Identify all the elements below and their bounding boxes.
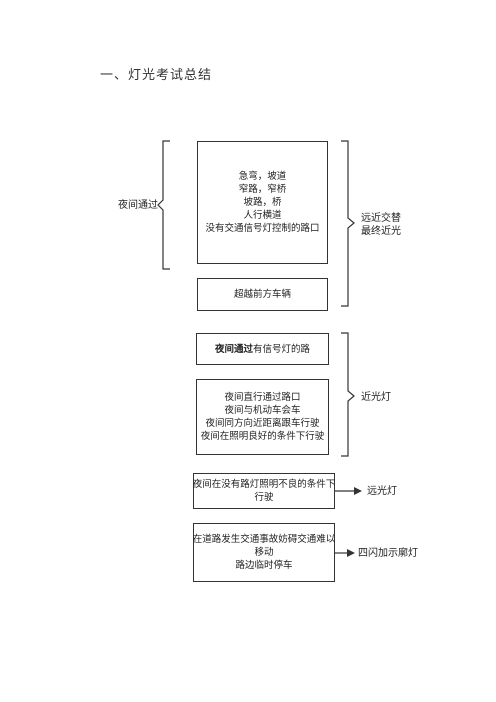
group4-line3: 路边临时停车: [235, 560, 293, 571]
group4-box: 在道路发生交通事故妨碍交通难以 移动 路边临时停车: [193, 523, 335, 582]
signal-road-bold: 夜间通过: [214, 343, 253, 355]
overtake-box: 超越前方车辆: [197, 278, 328, 311]
right-brace-group1: [341, 140, 355, 307]
group1-item: 坡路，桥: [243, 197, 282, 208]
arrow-group4-head: [347, 549, 355, 557]
group1-item: 没有交通信号灯控制的路口: [205, 223, 320, 234]
group1-conditions-box: 急弯，坡道 窄路，窄桥 坡路，桥 人行横道 没有交通信号灯控制的路口: [197, 141, 328, 264]
group2-result: 近光灯: [361, 392, 391, 403]
night-pass-label: 夜间通过: [118, 200, 158, 211]
group3-line2: 行驶: [254, 492, 274, 503]
signal-road-box: 夜间通过有信号灯的路: [196, 333, 329, 365]
signal-road-text: 夜间通过有信号灯的路: [215, 343, 310, 356]
group4-line1: 在道路发生交通事故妨碍交通难以: [192, 534, 336, 545]
overtake-text: 超越前方车辆: [233, 289, 291, 300]
group3-result: 远光灯: [367, 486, 397, 497]
left-brace: [157, 140, 170, 270]
group4-line2: 移动: [254, 547, 274, 558]
group2-item: 夜间同方向近距离跟车行驶: [205, 418, 320, 429]
group1-item: 急弯，坡道: [238, 171, 287, 182]
group1-item: 人行横道: [243, 210, 282, 221]
group2-item: 夜间与机动车会车: [224, 405, 301, 416]
page-title: 一、灯光考试总结: [100, 68, 213, 83]
group2-item: 夜间直行通过路口: [224, 392, 301, 403]
group4-result: 四闪加示廓灯: [358, 548, 418, 559]
group1-result-line1: 远近交替: [361, 213, 401, 224]
group1-item: 窄路，窄桥: [238, 184, 287, 195]
group2-item: 夜间在照明良好的条件下行驶: [200, 431, 325, 442]
signal-road-rest: 有信号灯的路: [253, 343, 311, 355]
arrow-group3-head: [354, 487, 362, 495]
group3-line1: 夜间在没有路灯照明不良的条件下: [192, 479, 336, 490]
right-brace-group2: [341, 332, 355, 457]
group1-result-line2: 最终近光: [361, 226, 401, 237]
group2-conditions-box: 夜间直行通过路口 夜间与机动车会车 夜间同方向近距离跟车行驶 夜间在照明良好的条…: [196, 379, 329, 455]
group3-box: 夜间在没有路灯照明不良的条件下 行驶: [193, 473, 335, 509]
